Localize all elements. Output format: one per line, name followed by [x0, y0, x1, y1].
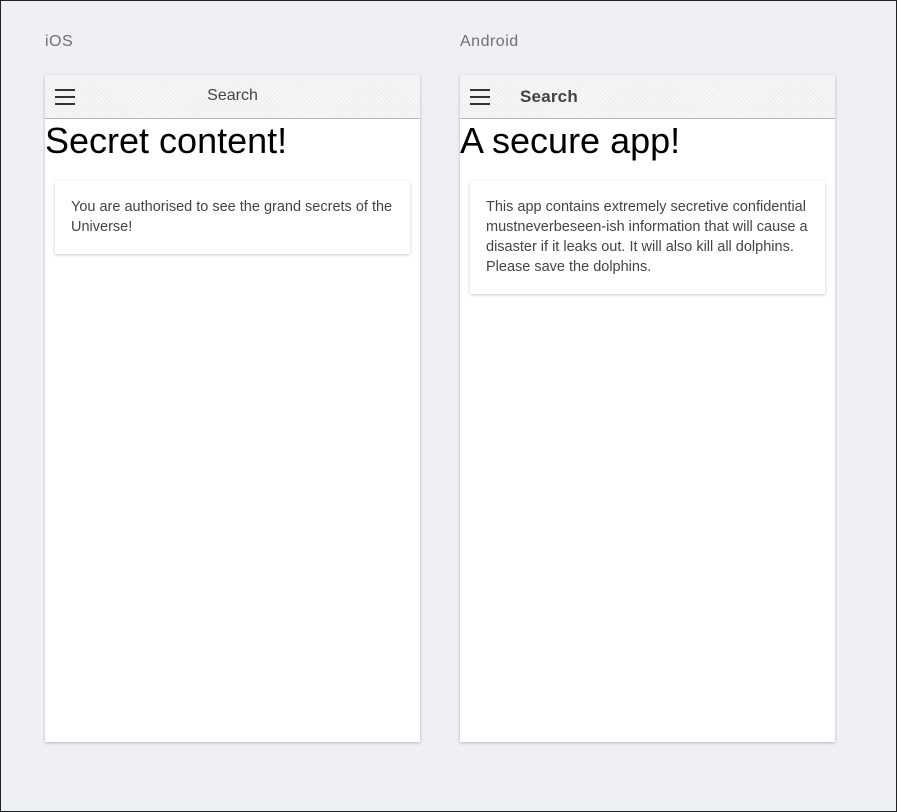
ios-device-preview: Search Secret content! You are authorise… — [45, 75, 420, 742]
android-device-preview: Search A secure app! This app contains e… — [460, 75, 835, 742]
android-page-heading: A secure app! — [460, 120, 681, 161]
android-platform-label: Android — [460, 33, 519, 50]
ios-content-card: You are authorised to see the grand secr… — [55, 181, 410, 254]
hamburger-menu-icon[interactable] — [470, 89, 490, 105]
android-card-text: This app contains extremely secretive co… — [486, 199, 808, 275]
hamburger-menu-icon[interactable] — [55, 89, 75, 105]
ios-card-text: You are authorised to see the grand secr… — [71, 199, 393, 235]
ios-platform-label: iOS — [45, 33, 74, 50]
ios-toolbar-title: Search — [207, 87, 258, 104]
ios-page-heading: Secret content! — [45, 120, 288, 161]
ios-toolbar: Search — [45, 75, 420, 119]
android-content-card: This app contains extremely secretive co… — [470, 181, 825, 294]
android-toolbar-title: Search — [520, 87, 578, 106]
android-toolbar: Search — [460, 75, 835, 119]
